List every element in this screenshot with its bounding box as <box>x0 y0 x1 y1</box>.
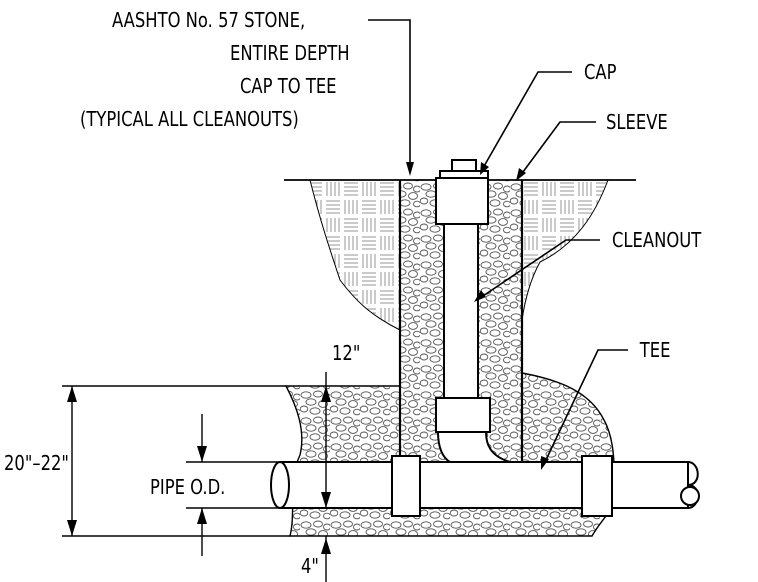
pipe-end-left <box>270 461 290 509</box>
cap-fitting <box>435 177 489 225</box>
arrowhead-icon <box>474 290 486 302</box>
cover-dim-label: 12" <box>332 343 360 366</box>
bottom-coupling <box>435 397 491 433</box>
native-soil-right <box>521 179 609 321</box>
arrowhead-icon <box>541 456 549 470</box>
cap-plate <box>439 170 489 179</box>
leader-stone <box>368 19 411 168</box>
sleeve-label: SLEEVE <box>606 112 668 135</box>
arrowhead-icon <box>406 162 414 176</box>
trench-depth-label: 20"–22" <box>4 453 69 476</box>
cleanout-riser <box>443 221 479 401</box>
stone-note-line4: (TYPICAL ALL CLEANOUTS) <box>80 109 299 132</box>
leader-cleanout <box>479 239 600 299</box>
pipe-od-label: PIPE O.D. <box>150 477 225 500</box>
cleanout-label: CLEANOUT <box>612 230 702 253</box>
arrowhead-icon <box>67 386 77 402</box>
native-soil-left <box>309 179 401 331</box>
tee-label: TEE <box>639 340 671 363</box>
stone-note-line3: CAP TO TEE <box>240 76 337 99</box>
leader-cap <box>482 71 572 169</box>
arrowhead-icon <box>67 520 77 536</box>
arrowhead-icon <box>197 508 207 524</box>
arrowhead-icon <box>197 446 207 462</box>
bedding-dim-label: 4" <box>301 556 319 579</box>
main-pipe <box>280 461 689 509</box>
stone-note-line2: ENTIRE DEPTH <box>230 43 350 66</box>
pipe-collar-left <box>391 455 421 517</box>
arrowhead-icon <box>516 168 526 181</box>
arrowhead-icon <box>321 492 331 508</box>
arrowhead-icon <box>321 538 331 554</box>
pipe-collar-right <box>581 455 613 517</box>
leader-sleeve <box>519 121 596 177</box>
cap-label: CAP <box>584 62 617 85</box>
arrowhead-icon <box>321 386 331 402</box>
leader-tee <box>544 349 628 463</box>
stone-note-line1: AASHTO No. 57 STONE, <box>112 10 305 33</box>
arrowhead-icon <box>480 162 489 175</box>
